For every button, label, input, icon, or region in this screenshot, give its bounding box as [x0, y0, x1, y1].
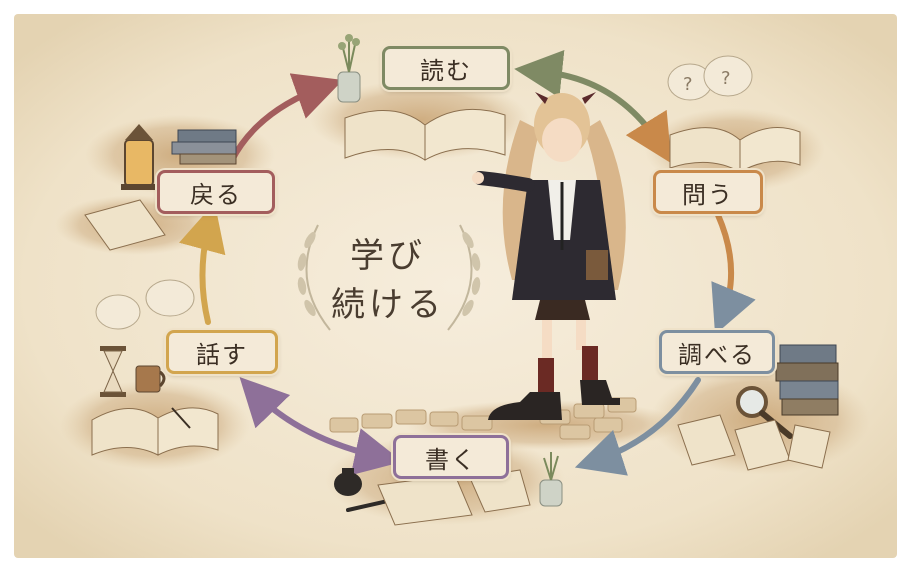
step-research: 調べる — [659, 330, 775, 374]
mug — [135, 365, 166, 393]
loose-paper-left — [84, 199, 166, 251]
inkwell — [334, 468, 362, 496]
open-book-top — [344, 108, 506, 161]
laurel-wreath — [297, 224, 481, 331]
step-return: 戻る — [157, 170, 275, 214]
open-book-right — [669, 127, 801, 173]
plant-jar-bottom — [539, 452, 563, 507]
book-stack-left — [171, 129, 237, 165]
cycle-arrows — [179, 50, 756, 476]
hourglass — [100, 346, 126, 397]
open-book-bottom-left — [91, 407, 219, 456]
center-caption: 学び 続ける — [318, 228, 458, 326]
girl-character — [472, 92, 626, 420]
step-write-label: 書く — [425, 445, 477, 474]
step-speak: 話す — [166, 330, 278, 374]
book-stack-right — [775, 344, 839, 416]
scattered-papers-right — [677, 414, 831, 471]
svg-text:?: ? — [721, 68, 731, 89]
writing-papers — [377, 469, 531, 526]
step-return-label: 戻る — [190, 180, 242, 209]
speech-bubbles — [95, 279, 195, 330]
step-ask: 問う — [653, 170, 763, 214]
magnifying-glass — [736, 386, 793, 439]
center-caption-line2: 続ける — [331, 285, 445, 325]
question-bubbles: ? ? — [667, 55, 753, 101]
step-read-label: 読む — [420, 56, 472, 85]
center-caption-line1: 学び — [350, 236, 426, 276]
plant-jar-top — [337, 34, 361, 103]
lantern — [121, 124, 157, 190]
svg-text:?: ? — [683, 74, 693, 95]
step-speak-label: 話す — [196, 340, 248, 369]
step-ask-label: 問う — [682, 180, 734, 209]
step-write: 書く — [393, 435, 509, 479]
step-research-label: 調べる — [678, 340, 756, 369]
step-read: 読む — [382, 46, 510, 90]
